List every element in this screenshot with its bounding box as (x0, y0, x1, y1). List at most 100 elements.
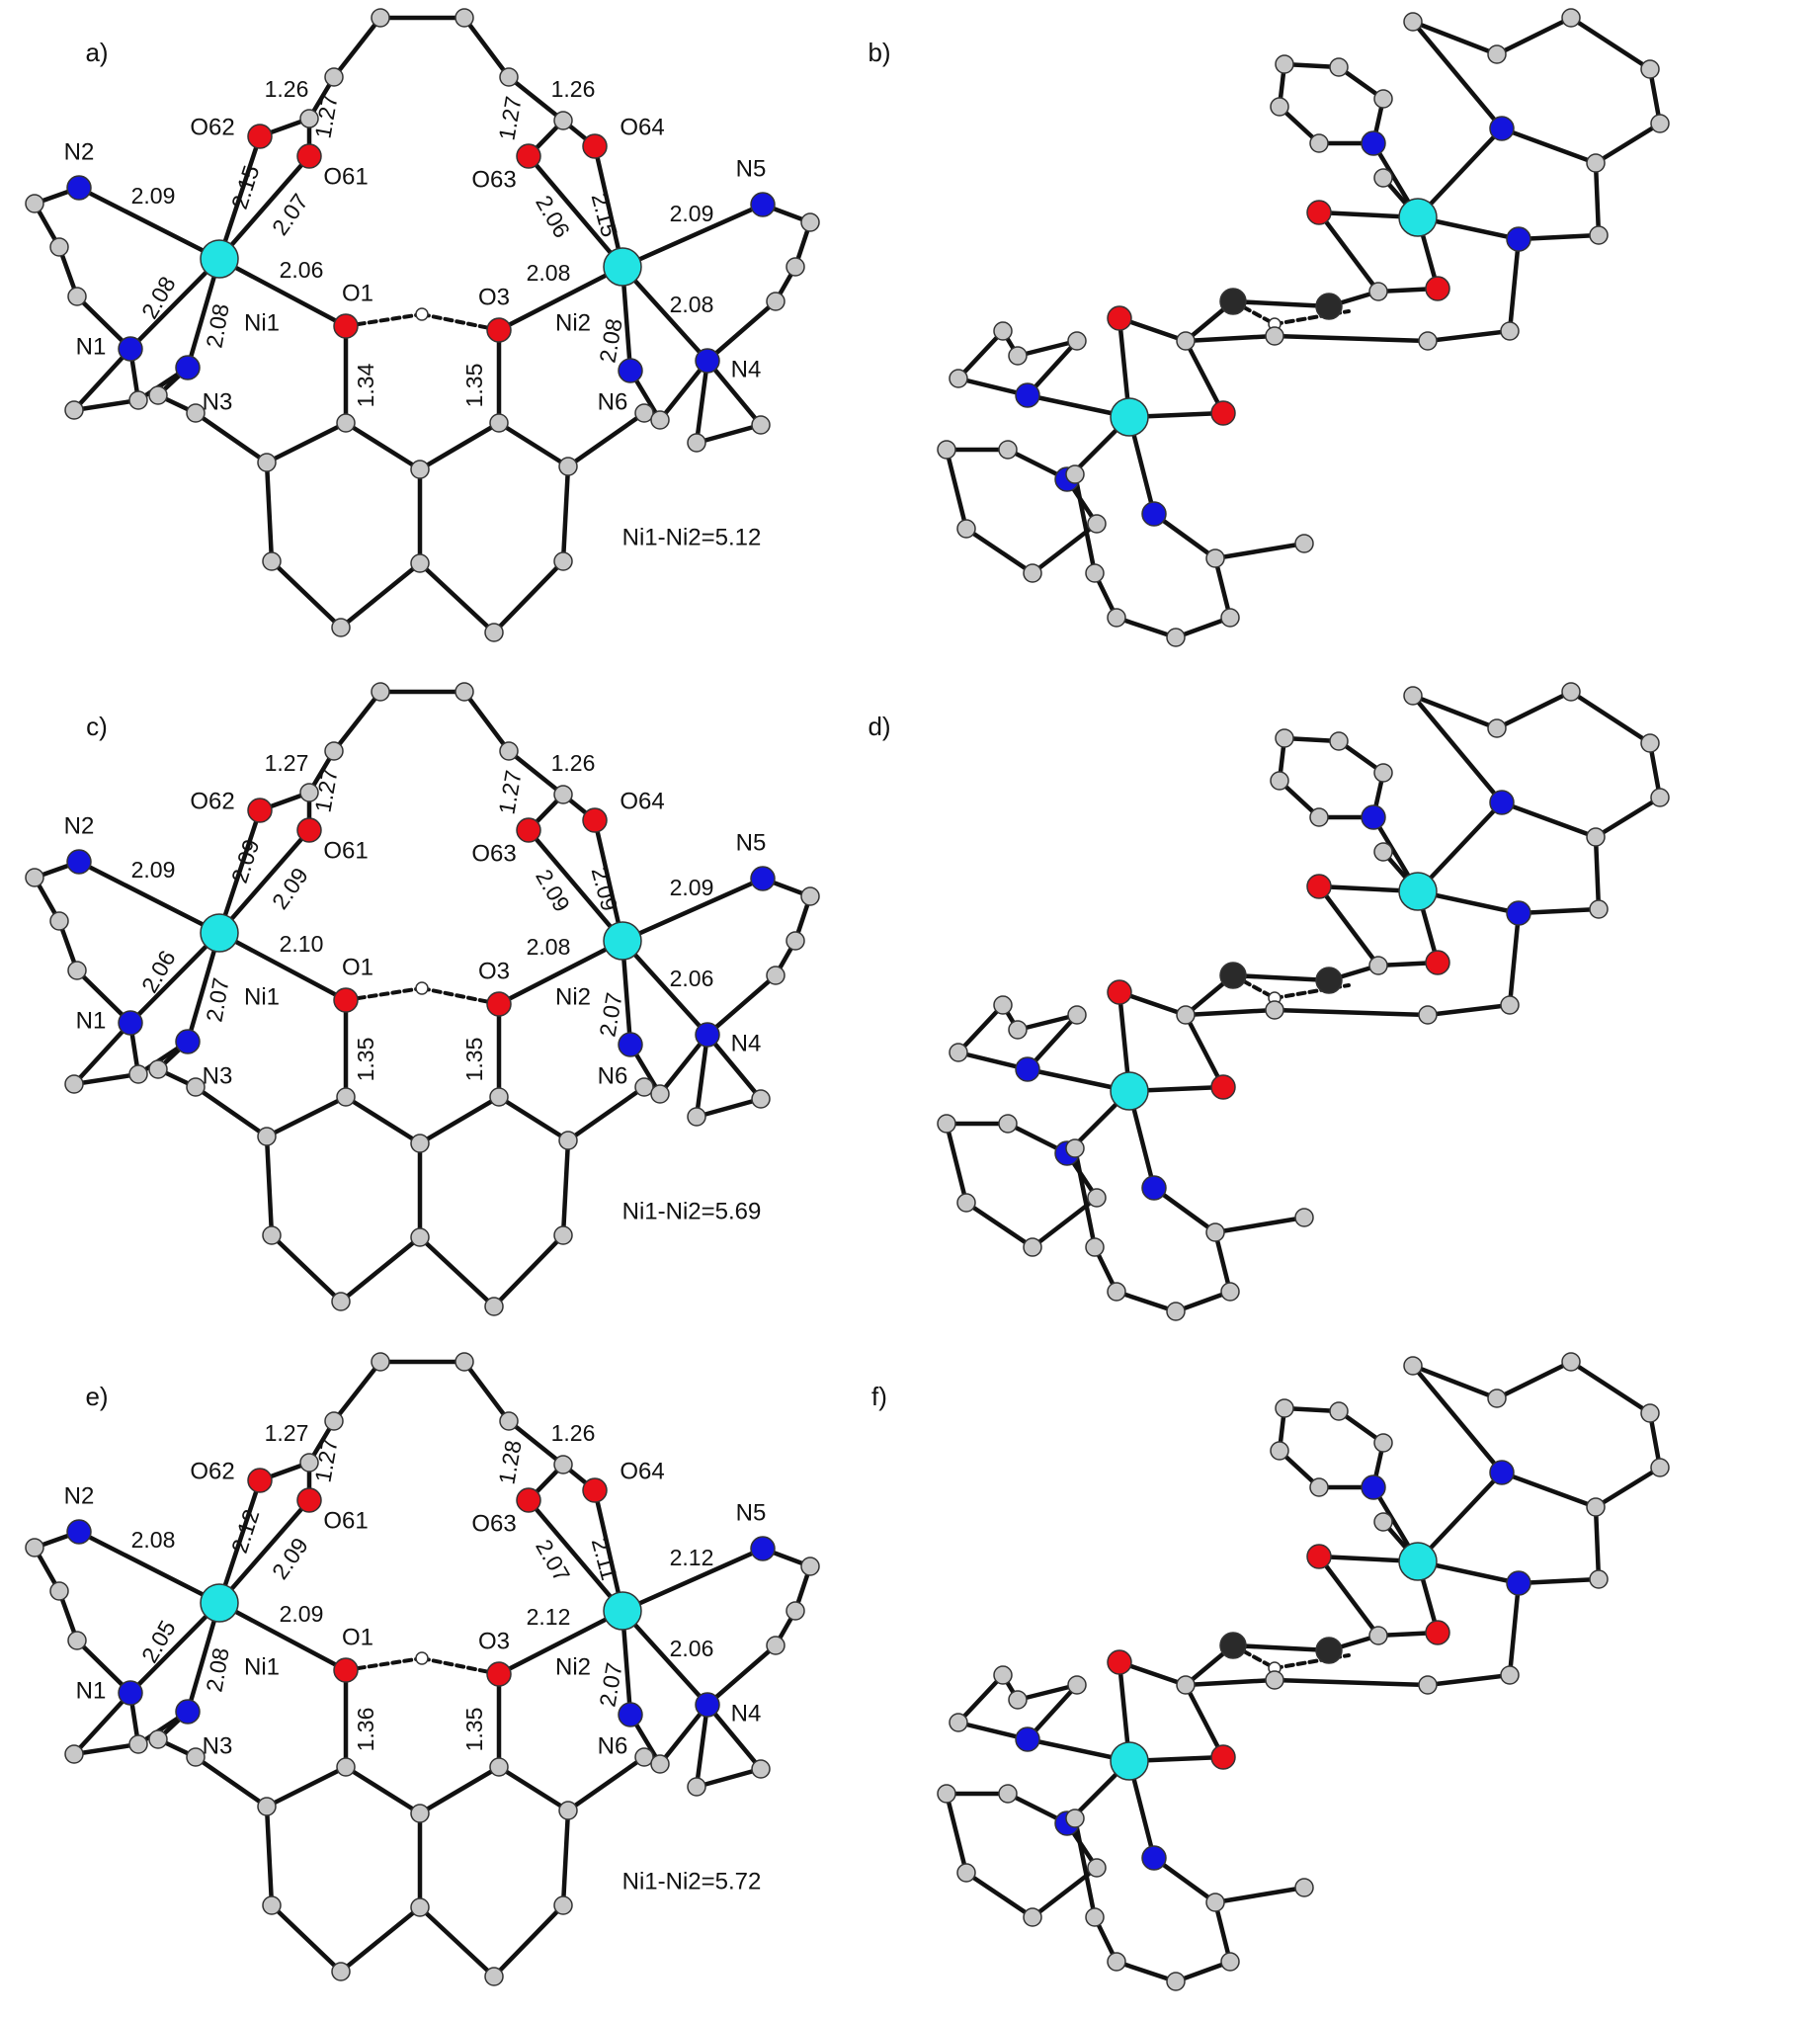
bond (944, 447, 969, 532)
atom-c (1008, 1020, 1028, 1040)
atom-n (1141, 1845, 1167, 1871)
bond (1507, 910, 1522, 1008)
bond (560, 463, 571, 564)
atom-ni (603, 921, 642, 961)
atom-c (1373, 1433, 1393, 1453)
atom-c (1309, 1477, 1329, 1497)
atom-c (998, 1784, 1018, 1804)
bond-length-ni2-n4: 2.06 (670, 966, 714, 991)
panel-letter: b) (868, 38, 890, 67)
atom-c (1403, 1356, 1423, 1376)
atom-c (489, 1757, 509, 1777)
atom-c (993, 321, 1013, 341)
bond (1015, 1012, 1080, 1033)
atom-d (1315, 1637, 1343, 1664)
atom-c (1487, 718, 1507, 738)
atom-label-o62: O62 (190, 114, 234, 140)
panel-letter: f) (871, 1382, 887, 1411)
atom-o (247, 1468, 273, 1493)
bond (1507, 236, 1522, 334)
atom-c (257, 1797, 277, 1816)
bond (71, 346, 133, 413)
atom-c (371, 682, 390, 702)
atom-c (1640, 1403, 1660, 1423)
bond (704, 358, 764, 428)
bond-length-ni1-n1: 2.08 (136, 272, 181, 323)
bond (1015, 338, 1080, 359)
atom-c (1220, 1282, 1240, 1302)
atom-ni (603, 247, 642, 287)
atom-c (64, 400, 84, 420)
bond (1410, 1363, 1500, 1401)
atom-n (695, 348, 720, 374)
atom-h (415, 981, 429, 995)
atom-label-ni2: Ni2 (555, 983, 591, 1010)
bond (343, 1764, 423, 1816)
bond (1114, 1959, 1179, 1984)
bond (1516, 906, 1602, 916)
bond (657, 358, 710, 423)
atom-label-n2: N2 (64, 812, 95, 839)
atom-label-n5: N5 (736, 1499, 767, 1526)
bond (657, 1702, 710, 1767)
bond (216, 807, 263, 936)
atom-ni (200, 913, 239, 953)
bond (264, 420, 349, 465)
atom-label-n6: N6 (598, 388, 628, 415)
atom-n (118, 336, 143, 362)
atom-c (410, 1134, 430, 1153)
atom-c (993, 995, 1013, 1015)
bond (1415, 800, 1505, 894)
atom-c (1275, 1398, 1294, 1418)
bond (592, 143, 625, 270)
bond (526, 827, 625, 944)
bond-length-ni2-n4: 2.06 (670, 1636, 714, 1661)
bond (963, 526, 1035, 576)
atom-c (558, 1801, 578, 1820)
atom-c (336, 1087, 356, 1107)
atom-c (553, 1895, 573, 1915)
atom-c (499, 1411, 519, 1431)
atom-c (1487, 44, 1507, 64)
atom-n (175, 355, 201, 380)
atom-c (336, 413, 356, 433)
atom-o (1107, 1649, 1132, 1675)
atom-d (1219, 962, 1247, 989)
bond (1425, 328, 1513, 344)
atom-n (66, 175, 92, 201)
bond (1183, 1007, 1278, 1018)
atom-c (553, 1225, 573, 1245)
atom-ni (200, 1583, 239, 1623)
atom-label-o1: O1 (342, 954, 373, 980)
bond (343, 1094, 423, 1146)
atom-c (751, 1759, 771, 1779)
atom-c (1265, 326, 1284, 346)
bond (592, 817, 625, 944)
atom-c (489, 413, 509, 433)
bond (338, 1234, 423, 1305)
bond (127, 256, 222, 352)
bond-length-ni2-o63: 2.07 (531, 1535, 575, 1586)
atom-c (1650, 788, 1670, 807)
bond (216, 256, 349, 329)
bond (71, 1020, 133, 1087)
atom-c (499, 67, 519, 87)
atom-c (1586, 153, 1606, 173)
atom-c (410, 553, 430, 573)
atom-c (1373, 842, 1393, 862)
atom-c (455, 8, 474, 28)
atom-layer (25, 8, 1670, 1991)
bond (1272, 333, 1431, 344)
bond-length-ni2-o3: 2.08 (527, 934, 571, 960)
bond-length-ni2-n4: 2.08 (670, 292, 714, 317)
atom-n (1506, 900, 1531, 926)
atom-c (1275, 54, 1294, 74)
atom-o (296, 1487, 322, 1513)
atom-n (1141, 1175, 1167, 1201)
atom-c (1403, 686, 1423, 706)
bond (1173, 1959, 1233, 1984)
atom-n (1015, 382, 1040, 408)
atom-n (1506, 226, 1531, 252)
bond (496, 420, 571, 469)
bond (704, 1032, 764, 1102)
